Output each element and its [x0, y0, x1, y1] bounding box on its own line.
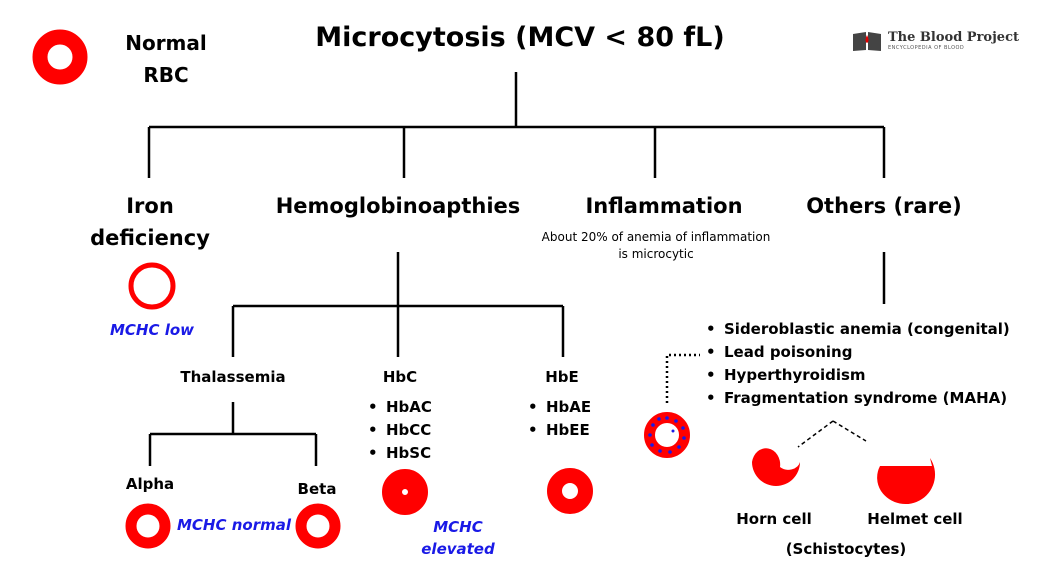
- hbc-mchc-line2: elevated: [421, 540, 495, 558]
- inflammation-note-line1: About 20% of anemia of inflammation: [541, 230, 771, 244]
- diagram-title: Microcytosis (MCV < 80 fL): [315, 22, 725, 53]
- others-item: Hyperthyroidism: [706, 364, 1010, 387]
- iron-mchc-label: MCHC low: [109, 321, 195, 339]
- basophilic-stippling-cell: [644, 412, 690, 458]
- hbe-label: HbE: [545, 368, 579, 386]
- category-others: Others (rare): [806, 194, 962, 218]
- dotted-connector-stippled: [665, 353, 700, 403]
- horn-cell: [752, 448, 800, 486]
- schistocytes-label: (Schistocytes): [785, 540, 907, 558]
- logo-name: The Blood Project: [888, 30, 1019, 45]
- beta-label: Beta: [297, 480, 337, 498]
- iron-label-line1: Iron: [126, 194, 174, 218]
- hbc-cell: [382, 469, 428, 515]
- others-list: Sideroblastic anemia (congenital) Lead p…: [706, 318, 1010, 410]
- category-inflammation: Inflammation: [585, 194, 743, 218]
- alpha-cell: [125, 503, 171, 549]
- iron-label-line2: deficiency: [90, 226, 210, 250]
- category-hemoglobinopathies: Hemoglobinoapthies: [275, 194, 521, 218]
- hbc-item: HbCC: [368, 419, 432, 442]
- hbc-item: HbAC: [368, 396, 432, 419]
- category-iron-deficiency: Iron deficiency: [70, 190, 230, 254]
- helmet-cell-label: Helmet cell: [867, 510, 963, 528]
- thalassemia-mchc-label: MCHC normal: [177, 516, 291, 534]
- inflammation-note: About 20% of anemia of inflammation is m…: [516, 229, 796, 263]
- hbc-item: HbSC: [368, 442, 432, 465]
- iron-deficiency-cell: [128, 262, 176, 310]
- hbc-list: HbAC HbCC HbSC: [368, 396, 432, 465]
- normal-rbc-cell: [32, 29, 88, 85]
- hbc-mchc-label: MCHC elevated: [410, 516, 506, 560]
- hbc-mchc-line1: MCHC: [433, 518, 483, 536]
- logo-tagline: ENCYCLOPEDIA OF BLOOD: [888, 45, 965, 51]
- alpha-label: Alpha: [125, 475, 175, 493]
- hbe-item: HbAE: [528, 396, 591, 419]
- legend-label-line1: Normal: [125, 31, 207, 55]
- thalassemia-label: Thalassemia: [180, 368, 286, 386]
- others-item: Lead poisoning: [706, 341, 1010, 364]
- others-item: Sideroblastic anemia (congenital): [706, 318, 1010, 341]
- others-item: Fragmentation syndrome (MAHA): [706, 387, 1010, 410]
- beta-cell: [295, 503, 341, 549]
- book-icon: [853, 32, 881, 51]
- helmet-cell: [877, 458, 936, 505]
- dashed-connector-horn: [797, 420, 834, 448]
- legend-label-line2: RBC: [143, 63, 189, 87]
- horn-cell-label: Horn cell: [736, 510, 812, 528]
- hbe-item: HbEE: [528, 419, 591, 442]
- legend-label: Normal RBC: [112, 27, 220, 91]
- hbc-label: HbC: [382, 368, 418, 386]
- tree-connectors: [147, 72, 886, 466]
- dashed-connector-helmet: [832, 420, 867, 442]
- blood-project-logo: The Blood Project ENCYCLOPEDIA OF BLOOD: [852, 30, 1019, 52]
- hbe-list: HbAE HbEE: [528, 396, 591, 442]
- hbe-cell: [547, 468, 593, 514]
- inflammation-note-line2: is microcytic: [618, 247, 694, 261]
